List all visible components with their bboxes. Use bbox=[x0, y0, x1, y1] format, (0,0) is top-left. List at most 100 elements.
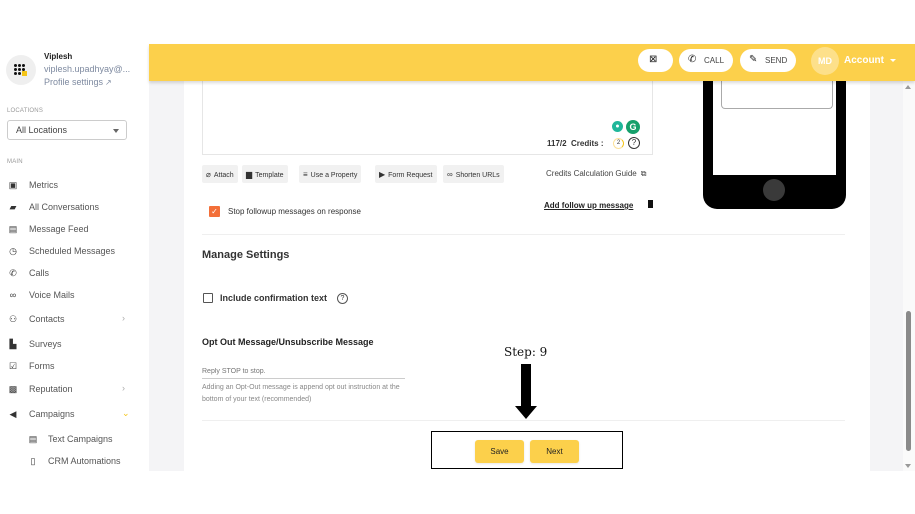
template-button[interactable]: ▆Template bbox=[242, 165, 288, 183]
credits-guide-label: Credits Calculation Guide bbox=[546, 169, 637, 178]
locations-select-value: All Locations bbox=[16, 125, 68, 135]
forms-icon: ☑ bbox=[8, 361, 18, 371]
use-property-button[interactable]: ≡Use a Property bbox=[299, 165, 362, 183]
metrics-icon: ▣ bbox=[8, 180, 18, 190]
stop-followup-checkbox[interactable]: ✓ bbox=[209, 206, 220, 217]
template-label: Template bbox=[255, 172, 284, 179]
sidebar-item-label: Contacts bbox=[29, 314, 65, 324]
sidebar-item-surveys[interactable]: ▙ Surveys bbox=[0, 336, 140, 354]
sidebar-item-label: CRM Automations bbox=[48, 456, 121, 466]
scroll-down-arrow-icon[interactable] bbox=[905, 464, 911, 468]
chevron-down-icon: ⌄ bbox=[122, 408, 130, 418]
disable-messages-button[interactable]: ⊠ bbox=[638, 49, 673, 72]
contacts-icon: ⚇ bbox=[8, 314, 18, 324]
timer-icon: ◷ bbox=[9, 246, 17, 256]
lightbulb-icon: ● bbox=[612, 121, 623, 132]
attach-button[interactable]: ⌀Attach bbox=[202, 165, 238, 183]
help-icon[interactable]: ? bbox=[337, 293, 348, 304]
next-button[interactable]: Next bbox=[530, 440, 579, 463]
user-avatar[interactable]: MD bbox=[811, 47, 839, 75]
phone-icon: ✆ bbox=[688, 54, 697, 65]
page-scrollbar[interactable] bbox=[903, 81, 915, 471]
sidebar-item-reputation[interactable]: ▩ Reputation › bbox=[0, 381, 140, 399]
voicemail-icon: ∞ bbox=[9, 290, 17, 300]
sidebar-item-voice-mails[interactable]: ∞ Voice Mails bbox=[0, 287, 140, 305]
content-gutter-left bbox=[149, 81, 184, 471]
grammarly-icon: G bbox=[626, 120, 640, 134]
profile-name: Viplesh bbox=[44, 52, 73, 61]
sidebar-item-forms[interactable]: ☑ Forms bbox=[0, 358, 140, 376]
content-gutter-right bbox=[870, 81, 905, 471]
sidebar-item-message-feed[interactable]: ▤ Message Feed bbox=[0, 221, 140, 239]
manage-settings-title: Manage Settings bbox=[202, 249, 290, 261]
form-request-button[interactable]: ▶Form Request bbox=[375, 165, 437, 183]
optout-message-input[interactable] bbox=[202, 363, 405, 379]
call-button[interactable]: ✆ CALL bbox=[679, 49, 733, 72]
down-arrow-head bbox=[515, 406, 537, 419]
phone-icon: ✆ bbox=[9, 268, 17, 278]
pencil-icon: ✎ bbox=[749, 54, 758, 65]
credits-calculation-guide-link[interactable]: Credits Calculation Guide⧉ bbox=[546, 169, 646, 179]
sidebar: Viplesh viplesh.upadhyay@... Profile set… bbox=[0, 44, 149, 471]
chevron-right-icon: › bbox=[122, 313, 125, 323]
top-header: ⊠ ✆ CALL ✎ SEND MD Account bbox=[149, 44, 915, 81]
profile-settings-label: Profile settings bbox=[44, 77, 104, 87]
account-menu[interactable]: Account bbox=[844, 55, 896, 66]
external-link-icon: ⧉ bbox=[640, 169, 647, 178]
megaphone-icon: ◀ bbox=[9, 409, 17, 419]
section-divider bbox=[202, 234, 845, 235]
sidebar-item-crm-automations[interactable]: ▯ CRM Automations bbox=[0, 453, 140, 471]
sidebar-item-contacts[interactable]: ⚇ Contacts › bbox=[0, 311, 140, 329]
call-label: CALL bbox=[704, 56, 725, 65]
send-button[interactable]: ✎ SEND bbox=[740, 49, 796, 72]
sidebar-item-label: Campaigns bbox=[29, 409, 75, 419]
link-icon: ∞ bbox=[447, 170, 453, 179]
sidebar-item-text-campaigns[interactable]: ▤ Text Campaigns bbox=[0, 431, 140, 449]
trash-icon[interactable] bbox=[648, 200, 653, 208]
sidebar-item-calls[interactable]: ✆ Calls bbox=[0, 265, 140, 283]
paperclip-icon: ⌀ bbox=[206, 170, 211, 179]
sidebar-item-label: Scheduled Messages bbox=[29, 246, 116, 256]
help-icon[interactable]: ? bbox=[628, 137, 640, 149]
text-campaign-icon: ▤ bbox=[28, 434, 38, 444]
sidebar-item-metrics[interactable]: ▣ Metrics bbox=[0, 177, 140, 195]
reputation-icon: ▩ bbox=[8, 384, 18, 394]
save-button[interactable]: Save bbox=[475, 440, 524, 463]
sidebar-item-label: Calls bbox=[29, 268, 50, 278]
sidebar-item-all-conversations[interactable]: ▰ All Conversations bbox=[0, 199, 140, 217]
sidebar-item-label: Forms bbox=[29, 361, 55, 371]
account-label: Account bbox=[844, 55, 884, 66]
scroll-up-arrow-icon[interactable] bbox=[905, 85, 911, 89]
use-property-label: Use a Property bbox=[310, 172, 358, 179]
profile-settings-link[interactable]: Profile settings↗ bbox=[44, 77, 112, 87]
message-textarea[interactable]: ● G 117/2 Credits : 2 ? bbox=[202, 81, 653, 155]
phone-home-button bbox=[763, 179, 785, 201]
list-check-icon: ≡ bbox=[303, 170, 308, 179]
caret-down-icon bbox=[890, 58, 896, 62]
conversations-icon: ▰ bbox=[9, 202, 17, 212]
sidebar-item-label: Voice Mails bbox=[29, 290, 75, 300]
sidebar-item-campaigns[interactable]: ◀ Campaigns ⌄ bbox=[0, 406, 140, 424]
counter-value: 117/2 bbox=[547, 139, 567, 148]
grammarly-widget[interactable]: ● G bbox=[609, 120, 641, 135]
include-confirmation-checkbox[interactable] bbox=[203, 293, 213, 303]
locations-label: LOCATIONS bbox=[7, 108, 44, 114]
include-confirmation-label: Include confirmation text bbox=[220, 293, 328, 303]
step-annotation-label: Step: 9 bbox=[504, 345, 548, 359]
sidebar-item-scheduled-messages[interactable]: ◷ Scheduled Messages bbox=[0, 243, 140, 261]
message-feed-icon: ▤ bbox=[8, 224, 18, 234]
scrollbar-thumb[interactable] bbox=[906, 311, 911, 451]
sidebar-item-label: Message Feed bbox=[29, 224, 89, 234]
add-followup-message-link[interactable]: Add follow up message bbox=[544, 201, 634, 210]
sidebar-item-label: All Conversations bbox=[29, 202, 100, 212]
attach-label: Attach bbox=[213, 172, 234, 179]
shorten-urls-button[interactable]: ∞Shorten URLs bbox=[443, 165, 504, 183]
optout-help-text: Adding an Opt-Out message is append opt … bbox=[202, 384, 400, 403]
sidebar-item-label: Text Campaigns bbox=[48, 434, 113, 444]
message-off-icon: ⊠ bbox=[649, 54, 658, 65]
profile-email: viplesh.upadhyay@... bbox=[44, 64, 131, 74]
locations-select[interactable]: All Locations bbox=[7, 120, 127, 140]
mobile-icon: ▯ bbox=[30, 456, 36, 466]
chevron-right-icon: › bbox=[122, 383, 125, 393]
optout-title: Opt Out Message/Unsubscribe Message bbox=[202, 337, 374, 347]
